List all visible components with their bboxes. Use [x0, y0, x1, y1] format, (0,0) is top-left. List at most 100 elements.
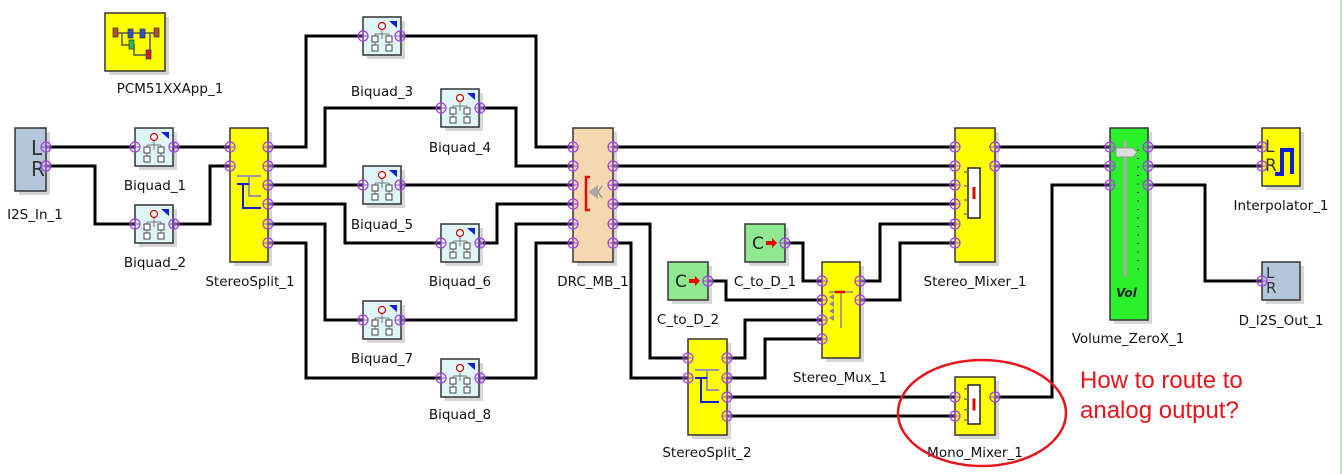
block-drc-mb[interactable]	[572, 127, 617, 266]
port-connector[interactable]	[682, 352, 694, 364]
port-connector[interactable]	[567, 198, 579, 210]
port-connector[interactable]	[607, 160, 619, 172]
block-biquad-6[interactable]	[440, 223, 483, 266]
port-connector[interactable]	[129, 218, 141, 230]
port-connector[interactable]	[1142, 141, 1154, 153]
port-connector[interactable]	[1142, 160, 1154, 172]
port-connector[interactable]	[816, 314, 828, 326]
port-connector[interactable]	[357, 30, 369, 42]
port-connector[interactable]	[567, 160, 579, 172]
port-connector[interactable]	[474, 372, 486, 384]
connection-wire[interactable]	[727, 318, 822, 360]
connection-wire[interactable]	[995, 183, 1110, 399]
block-stereo-split-1[interactable]	[229, 127, 272, 266]
port-connector[interactable]	[816, 294, 828, 306]
port-connector[interactable]	[949, 179, 961, 191]
port-connector[interactable]	[682, 372, 694, 384]
port-connector[interactable]	[40, 141, 52, 153]
port-connector[interactable]	[435, 372, 447, 384]
port-connector[interactable]	[607, 141, 619, 153]
block-pcm51xxapp[interactable]	[104, 12, 169, 75]
port-connector[interactable]	[1256, 275, 1268, 287]
port-connector[interactable]	[854, 275, 866, 287]
port-connector[interactable]	[607, 179, 619, 191]
port-connector[interactable]	[224, 160, 236, 172]
connection-wire[interactable]	[400, 222, 573, 322]
connection-wire[interactable]	[400, 34, 573, 149]
connection-wire[interactable]	[480, 202, 573, 245]
port-connector[interactable]	[262, 198, 274, 210]
port-connector[interactable]	[607, 237, 619, 249]
port-connector[interactable]	[949, 198, 961, 210]
connection-wire[interactable]	[727, 337, 822, 380]
port-connector[interactable]	[394, 314, 406, 326]
connection-wire[interactable]	[480, 241, 573, 380]
port-connector[interactable]	[989, 391, 1001, 403]
port-connector[interactable]	[721, 391, 733, 403]
port-connector[interactable]	[1104, 141, 1116, 153]
connection-wire[interactable]	[268, 202, 441, 245]
connection-wire[interactable]	[860, 241, 955, 302]
port-connector[interactable]	[816, 333, 828, 345]
port-connector[interactable]	[262, 218, 274, 230]
block-biquad-4[interactable]	[440, 88, 483, 131]
port-connector[interactable]	[567, 218, 579, 230]
port-connector[interactable]	[949, 141, 961, 153]
port-connector[interactable]	[262, 160, 274, 172]
port-connector[interactable]	[224, 141, 236, 153]
port-connector[interactable]	[567, 237, 579, 249]
port-connector[interactable]	[394, 179, 406, 191]
port-connector[interactable]	[721, 372, 733, 384]
connection-wire[interactable]	[613, 241, 688, 380]
block-biquad-8[interactable]	[440, 358, 483, 401]
port-connector[interactable]	[40, 160, 52, 172]
block-c-to-d-2[interactable]: C	[667, 261, 712, 304]
port-connector[interactable]	[1256, 160, 1268, 172]
block-stereo-split-2[interactable]	[687, 338, 731, 439]
port-connector[interactable]	[1104, 179, 1116, 191]
connection-wire[interactable]	[268, 106, 441, 168]
connection-wire[interactable]	[46, 164, 135, 226]
block-interpolator[interactable]: LR	[1261, 127, 1304, 190]
block-volume-zerox[interactable]: Vol	[1109, 127, 1152, 324]
port-connector[interactable]	[607, 198, 619, 210]
block-biquad-1[interactable]	[134, 127, 177, 170]
block-biquad-5[interactable]	[362, 165, 405, 208]
port-connector[interactable]	[262, 179, 274, 191]
port-connector[interactable]	[949, 218, 961, 230]
port-connector[interactable]	[262, 237, 274, 249]
connection-wire[interactable]	[1148, 183, 1262, 283]
port-connector[interactable]	[567, 179, 579, 191]
connection-wire[interactable]	[860, 222, 955, 283]
port-connector[interactable]	[474, 237, 486, 249]
port-connector[interactable]	[989, 141, 1001, 153]
block-d-i2s-out[interactable]: LR	[1261, 261, 1304, 304]
port-connector[interactable]	[949, 160, 961, 172]
connection-wire[interactable]	[613, 222, 688, 360]
block-stereo-mixer[interactable]	[954, 127, 999, 266]
connection-wire[interactable]	[268, 241, 441, 380]
port-connector[interactable]	[262, 141, 274, 153]
port-connector[interactable]	[168, 141, 180, 153]
block-c-to-d-1[interactable]: C	[744, 223, 789, 266]
port-connector[interactable]	[607, 218, 619, 230]
connection-wire[interactable]	[480, 106, 573, 168]
block-stereo-mux[interactable]	[821, 261, 864, 362]
connection-wire[interactable]	[268, 222, 363, 322]
block-mono-mixer[interactable]	[954, 376, 999, 439]
port-connector[interactable]	[567, 141, 579, 153]
port-connector[interactable]	[168, 218, 180, 230]
port-connector[interactable]	[949, 410, 961, 422]
connection-wire[interactable]	[268, 34, 363, 149]
port-connector[interactable]	[816, 275, 828, 287]
port-connector[interactable]	[357, 179, 369, 191]
port-connector[interactable]	[435, 102, 447, 114]
connection-wire[interactable]	[708, 279, 822, 302]
port-connector[interactable]	[779, 237, 791, 249]
port-connector[interactable]	[435, 237, 447, 249]
port-connector[interactable]	[989, 160, 1001, 172]
port-connector[interactable]	[129, 141, 141, 153]
port-connector[interactable]	[721, 410, 733, 422]
port-connector[interactable]	[1256, 141, 1268, 153]
